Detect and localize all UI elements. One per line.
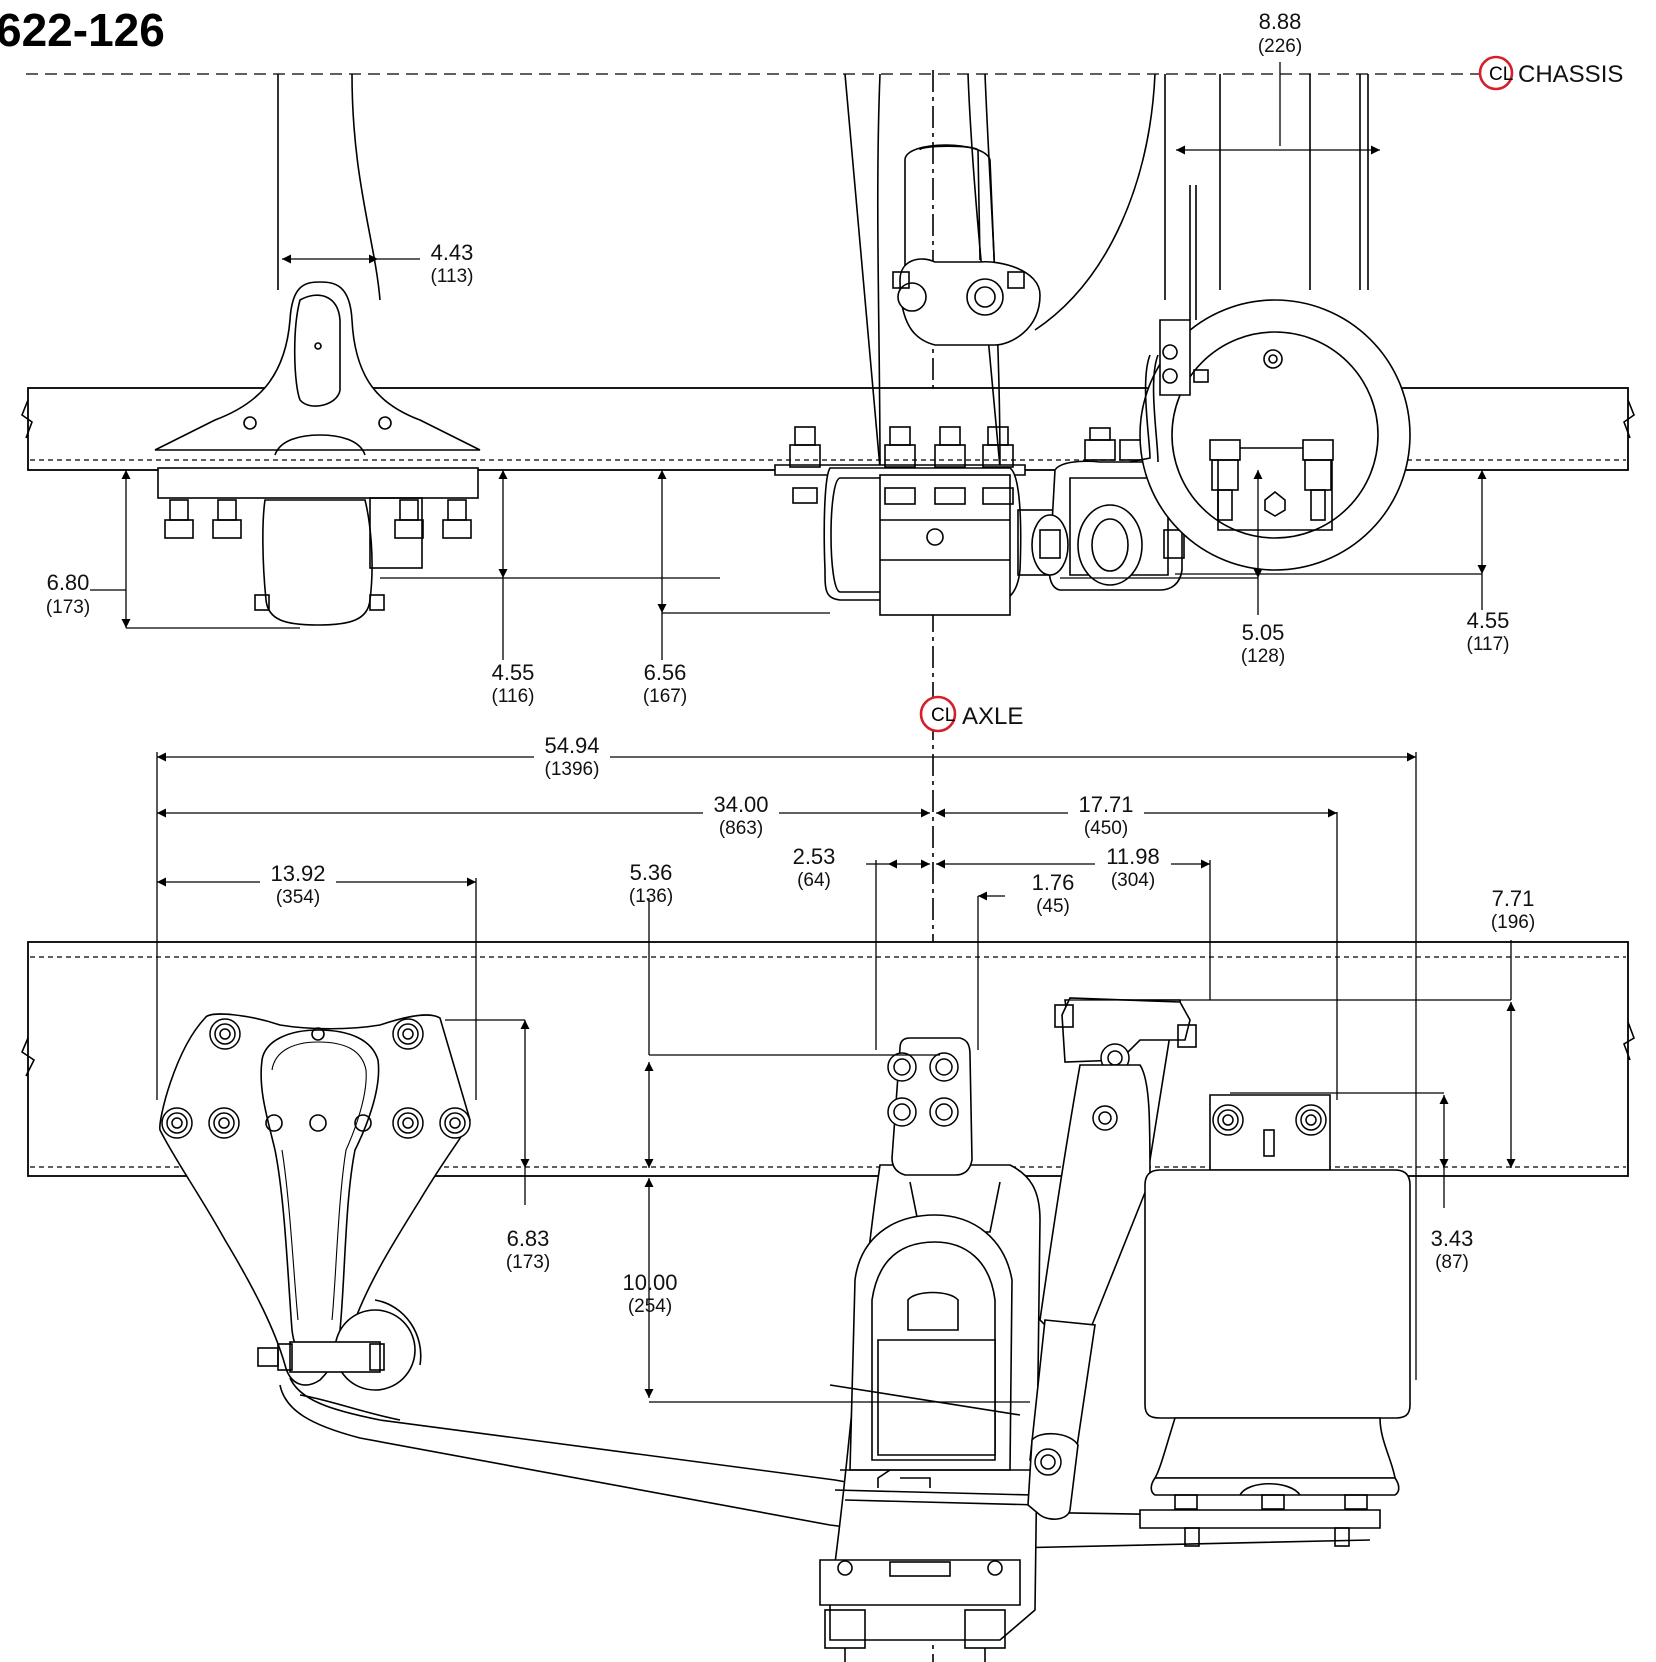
- chassis-cl-symbol: CL: [1489, 64, 1513, 85]
- front-hanger-top: [154, 73, 481, 626]
- dim-label-11-98: 11.98 (304): [1095, 842, 1171, 891]
- dim-7-71-metric: (196): [1491, 912, 1535, 933]
- side-view: [21, 941, 1635, 1662]
- dim-4-43-value: 4.43: [431, 240, 474, 265]
- dim-11-98-metric: (304): [1111, 870, 1155, 891]
- dim-8-88-metric: (226): [1258, 36, 1302, 57]
- dim-54-94-value: 54.94: [544, 733, 599, 758]
- dim-13-92-metric: (354): [276, 887, 320, 908]
- dim-label-6-83: 6.83 (173): [506, 1226, 550, 1273]
- axle-centerline-marker: CL: [919, 695, 957, 733]
- dim-2-53-metric: (64): [797, 870, 831, 891]
- dim-label-3-43: 3.43 (87): [1431, 1226, 1474, 1273]
- dim-6-56-value: 6.56: [644, 660, 687, 685]
- axle-seat-top: [774, 73, 1156, 616]
- dim-5-36-value: 5.36: [630, 860, 673, 885]
- dim-label-8-88: 8.88 (226): [1258, 9, 1302, 57]
- dim-34-00-metric: (863): [719, 818, 763, 839]
- drawing-number: 622-126: [0, 4, 165, 56]
- dim-label-5-05: 5.05 (128): [1241, 620, 1285, 667]
- dim-label-1-76: 1.76 (45): [1032, 870, 1075, 917]
- dim-6-80-metric: (173): [46, 597, 90, 618]
- dim-10-00-metric: (254): [628, 1296, 672, 1317]
- axle-label: AXLE: [962, 703, 1023, 730]
- top-view-dimensions: [90, 62, 1487, 660]
- dim-3-43-value: 3.43: [1431, 1226, 1474, 1251]
- side-view-dimensions: [156, 752, 1516, 1403]
- rail-break-left-side: [21, 1037, 36, 1077]
- dim-label-4-43: 4.43 (113): [431, 240, 474, 287]
- dim-54-94-metric: (1396): [545, 759, 600, 780]
- dim-13-92-value: 13.92: [270, 861, 325, 886]
- dim-label-13-92: 13.92 (354): [260, 860, 336, 908]
- dim-10-00-value: 10.00: [622, 1270, 677, 1295]
- dim-label-54-94: 54.94 (1396): [534, 730, 610, 780]
- dim-label-4-55-left: 4.55 (116): [492, 660, 535, 707]
- rail-break-right-side: [1623, 1021, 1635, 1061]
- dim-label-7-71: 7.71 (196): [1491, 886, 1535, 933]
- dim-3-43-metric: (87): [1435, 1252, 1469, 1273]
- chassis-label: CHASSIS: [1518, 61, 1623, 88]
- trailing-arm-side: [279, 1377, 1371, 1549]
- dim-4-55-right-metric: (117): [1467, 634, 1510, 655]
- rail-break-left-top: [21, 399, 33, 439]
- dim-label-10-00: 10.00 (254): [622, 1270, 677, 1317]
- dim-label-6-56: 6.56 (167): [643, 660, 687, 707]
- dim-6-83-value: 6.83: [507, 1226, 550, 1251]
- dim-label-4-55-right: 4.55 (117): [1467, 608, 1510, 655]
- front-hanger-side: [159, 1013, 471, 1391]
- dim-4-55-left-metric: (116): [492, 686, 535, 707]
- air-spring-top: [1129, 74, 1411, 571]
- dim-4-43-metric: (113): [431, 266, 474, 287]
- dim-5-05-metric: (128): [1241, 646, 1285, 667]
- top-view: [21, 73, 1635, 626]
- shock-mount-top: [1031, 427, 1185, 591]
- dim-label-5-36: 5.36 (136): [629, 860, 673, 907]
- rail-break-right-top: [1623, 399, 1635, 439]
- air-spring-side: [1139, 1094, 1411, 1547]
- shock-absorber-side: [1027, 997, 1197, 1520]
- dim-17-71-value: 17.71: [1078, 792, 1133, 817]
- dimension-labels: 8.88 (226) 4.43 (113) 6.80 (173) 4.55 (1…: [46, 9, 1535, 1317]
- axle-cl-symbol: CL: [931, 705, 955, 726]
- dim-11-98-value: 11.98: [1106, 844, 1159, 869]
- dim-label-6-80: 6.80 (173): [46, 570, 90, 618]
- dim-1-76-metric: (45): [1036, 896, 1070, 917]
- dim-7-71-value: 7.71: [1492, 886, 1535, 911]
- chassis-centerline-marker: CL: [1478, 55, 1514, 91]
- dim-5-05-value: 5.05: [1242, 620, 1285, 645]
- dim-34-00-value: 34.00: [713, 792, 768, 817]
- dim-4-55-left-value: 4.55: [492, 660, 535, 685]
- dim-6-56-metric: (167): [643, 686, 687, 707]
- dim-label-2-53: 2.53 (64): [793, 844, 836, 891]
- dim-17-71-metric: (450): [1084, 818, 1128, 839]
- dim-label-17-71: 17.71 (450): [1068, 790, 1144, 839]
- dim-6-80-value: 6.80: [47, 570, 90, 595]
- dim-2-53-value: 2.53: [793, 844, 836, 869]
- dim-1-76-value: 1.76: [1032, 870, 1075, 895]
- hanger-bolt-group: [161, 1018, 471, 1139]
- dim-4-55-right-value: 4.55: [1467, 608, 1510, 633]
- dim-5-36-metric: (136): [629, 886, 673, 907]
- dim-label-34-00: 34.00 (863): [703, 790, 779, 839]
- dim-8-88-value: 8.88: [1259, 9, 1302, 34]
- dim-6-83-metric: (173): [506, 1252, 550, 1273]
